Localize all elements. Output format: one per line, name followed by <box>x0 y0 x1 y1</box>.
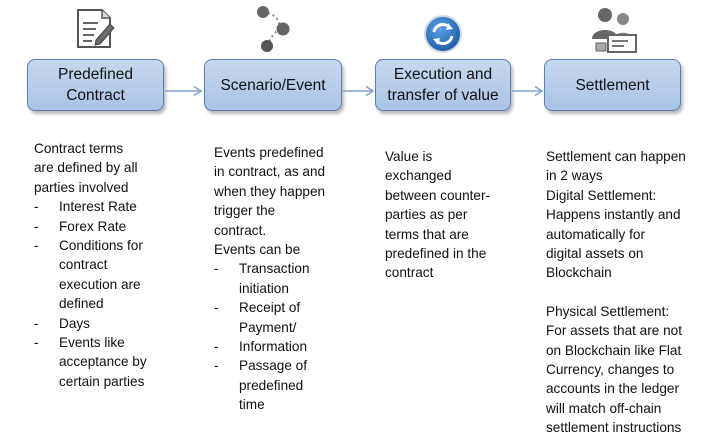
path-steps-icon <box>257 6 290 52</box>
text-line: Conditions for <box>59 238 143 254</box>
text-line: Happens instantly and <box>546 207 681 223</box>
text-line: parties as per <box>385 207 468 223</box>
text-line: parties involved <box>34 179 129 195</box>
list-item: - Events like acceptance by certain part… <box>34 333 184 391</box>
text-line: acceptance by <box>59 354 147 370</box>
text-line: exchanged <box>385 168 452 184</box>
bullet-marker: - <box>34 335 39 351</box>
bullet-marker: - <box>214 339 219 355</box>
text-line: Events can be <box>214 242 301 258</box>
bullet-marker: - <box>214 261 219 277</box>
text-line: time <box>239 397 265 413</box>
people-payment-icon <box>592 8 637 53</box>
text-line: Receipt of <box>239 300 301 316</box>
text-line: between counter- <box>385 187 491 203</box>
list-item: - Receipt of Payment/ <box>214 298 364 337</box>
step-box-predefined-contract: Predefined Contract <box>27 59 164 111</box>
step-label-line: Contract <box>66 87 125 104</box>
text-line: certain parties <box>59 373 145 389</box>
text-line: execution are <box>59 276 141 292</box>
flow-arrow <box>343 85 375 97</box>
list-item: - Conditions for contract execution are … <box>34 236 184 314</box>
text-line: in 2 ways <box>546 168 603 184</box>
text-line: Digital Settlement: <box>546 187 657 203</box>
list-item: - Transaction initiation <box>214 259 364 298</box>
scenario-description: Events predefined in contract, as and wh… <box>214 143 364 415</box>
text-line: For assets that are not <box>546 323 683 339</box>
text-line: defined <box>59 296 104 312</box>
flow-arrow <box>165 85 203 97</box>
physical-settlement-paragraph: Physical Settlement: For assets that are… <box>546 302 708 438</box>
text-line: Physical Settlement: <box>546 303 670 319</box>
text-line: Currency, changes to <box>546 362 675 378</box>
text-line: Passage of <box>239 358 308 374</box>
text-line: accounts in the ledger <box>546 381 680 397</box>
text-line: Forex Rate <box>59 218 127 234</box>
digital-settlement-paragraph: Settlement can happen in 2 ways Digital … <box>546 147 708 283</box>
bullet-marker: - <box>34 218 39 234</box>
contract-bullet-list: - Interest Rate - Forex Rate - Conditions … <box>34 197 184 391</box>
text-line: digital assets on <box>546 246 644 262</box>
text-line: Information <box>239 339 308 355</box>
text-line: initiation <box>239 280 289 296</box>
list-item: - Forex Rate <box>34 217 184 236</box>
text-line: Events like <box>59 335 125 351</box>
text-line: Payment/ <box>239 319 297 335</box>
step-box-execution: Execution and transfer of value <box>375 59 511 111</box>
list-item: - Days <box>34 314 184 333</box>
document-edit-icon <box>77 9 115 48</box>
step-box-settlement: Settlement <box>544 59 681 111</box>
text-line: when they happen <box>214 183 326 199</box>
text-line: terms that are <box>385 226 469 242</box>
text-line: are defined by all <box>34 160 138 176</box>
text-line: Value is <box>385 149 433 164</box>
text-line: Interest Rate <box>59 199 137 215</box>
scenario-intro: Events predefined in contract, as and wh… <box>214 143 364 259</box>
step-box-scenario-event: Scenario/Event <box>204 59 342 111</box>
list-item: - Interest Rate <box>34 197 184 216</box>
text-line: automatically for <box>546 226 645 242</box>
text-line: in contract, as and <box>214 164 326 180</box>
text-line: Days <box>59 315 90 331</box>
text-line: contract <box>385 265 434 281</box>
text-line: Transaction <box>239 261 310 277</box>
text-line: contract. <box>214 222 267 238</box>
text-line: contract <box>59 257 108 273</box>
list-item: - Passage of predefined time <box>214 356 364 414</box>
bullet-marker: - <box>214 358 219 374</box>
step-label-line: Predefined <box>58 66 133 83</box>
bullet-marker: - <box>214 300 219 316</box>
text-line: will match off-chain <box>546 400 662 416</box>
list-item: - Information <box>214 337 364 356</box>
contract-intro: Contract terms are defined by all partie… <box>34 139 184 197</box>
execution-description: Value is exchanged between counter- part… <box>385 147 525 283</box>
text-line: settlement instructions <box>546 420 682 436</box>
contract-description: Contract terms are defined by all partie… <box>34 139 184 391</box>
step-label-line: Scenario/Event <box>220 76 326 94</box>
bullet-marker: - <box>34 238 39 254</box>
text-line: Contract terms <box>34 141 124 156</box>
flow-arrow <box>512 85 544 97</box>
settlement-description: Settlement can happen in 2 ways Digital … <box>546 147 708 438</box>
text-line: Settlement can happen <box>546 149 686 164</box>
text-line: Events predefined <box>214 145 324 160</box>
step-label-line: transfer of value <box>387 87 499 104</box>
step-label-line: Settlement <box>575 76 650 94</box>
step-label-line: Execution and <box>393 66 493 83</box>
text-line: predefined in the <box>385 246 487 262</box>
text-line: Blockchain <box>546 265 612 281</box>
bullet-marker: - <box>34 199 39 215</box>
text-line: predefined <box>239 377 304 393</box>
text-line: on Blockchain like Flat <box>546 342 682 358</box>
bullet-marker: - <box>34 315 39 331</box>
scenario-bullet-list: - Transaction initiation - Receipt of Pa… <box>214 259 364 414</box>
text-line: trigger the <box>214 203 276 219</box>
refresh-icon <box>424 15 462 53</box>
